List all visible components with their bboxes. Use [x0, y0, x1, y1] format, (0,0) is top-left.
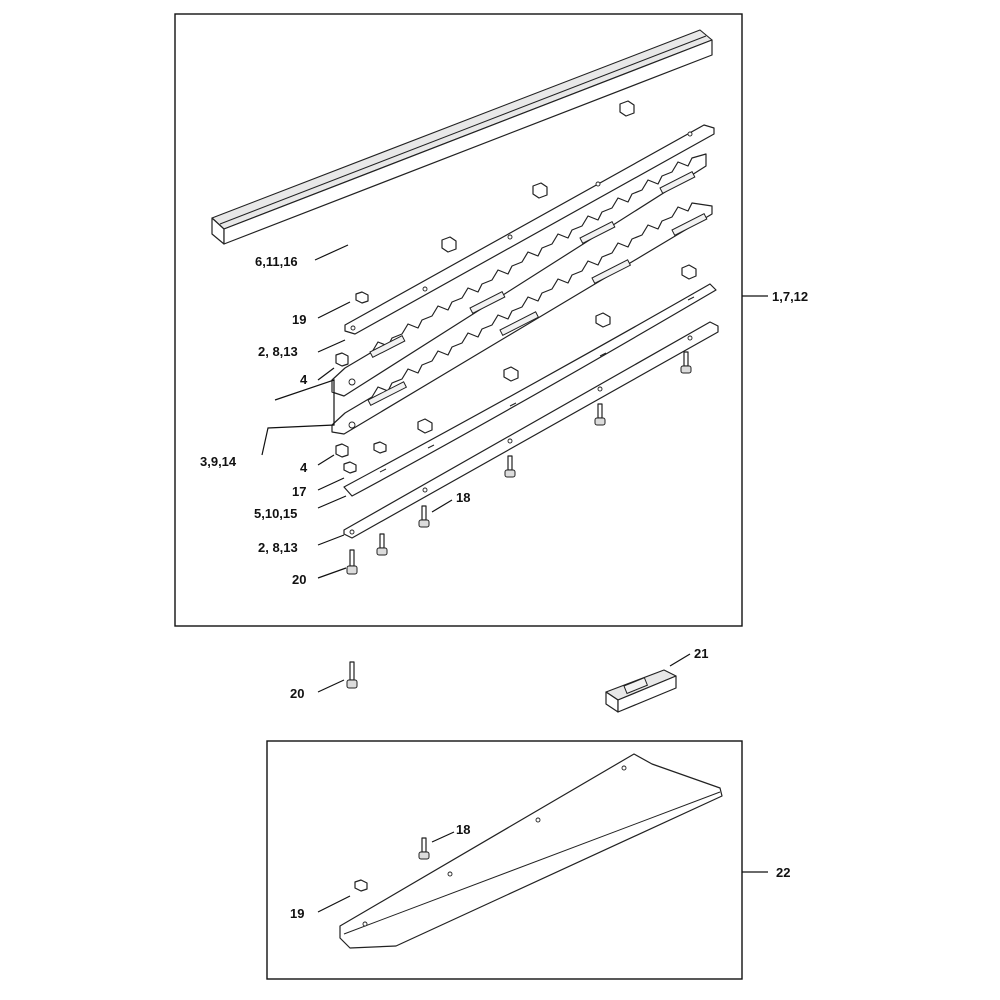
curved-guide-strip — [343, 283, 717, 497]
assembly-frame-upper — [174, 13, 743, 627]
spacer-lower-19 — [354, 879, 368, 892]
callout-5-10-15: 5,10,15 — [254, 506, 297, 521]
callout-19-bottom: 19 — [290, 906, 304, 921]
blade-guard-plate-22 — [339, 753, 723, 949]
callout-4-top: 4 — [300, 372, 308, 387]
flat-plate-top — [344, 124, 715, 335]
callout-22: 22 — [776, 865, 790, 880]
blade-guard-rail — [211, 29, 713, 245]
flat-plate-bottom — [343, 321, 719, 539]
callout-3-9-14: 3,9,14 — [200, 454, 237, 469]
callout-20-top: 20 — [292, 572, 306, 587]
screw-lower-18 — [418, 837, 430, 860]
callout-4-bottom: 4 — [300, 460, 308, 475]
callout-6-11-16: 6,11,16 — [255, 254, 298, 269]
callout-2-8-13-top: 2, 8,13 — [258, 344, 298, 359]
screw-loose-20 — [346, 661, 358, 689]
cutter-blade-lower — [331, 202, 713, 435]
callout-21: 21 — [694, 646, 708, 661]
cutter-blade-upper — [331, 153, 707, 397]
callout-17: 17 — [292, 484, 306, 499]
callout-20-mid: 20 — [290, 686, 304, 701]
clip-part-21 — [605, 669, 677, 713]
loose-spacers — [335, 264, 697, 474]
callout-2-8-13-bottom: 2, 8,13 — [258, 540, 298, 555]
assembly-frame-lower — [266, 740, 743, 980]
callout-19-top: 19 — [292, 312, 306, 327]
callout-18-top: 18 — [456, 490, 470, 505]
spacer-nut-set — [441, 100, 635, 253]
callout-18-bottom: 18 — [456, 822, 470, 837]
callout-1-7-12: 1,7,12 — [772, 289, 808, 304]
screw-set — [346, 351, 692, 575]
